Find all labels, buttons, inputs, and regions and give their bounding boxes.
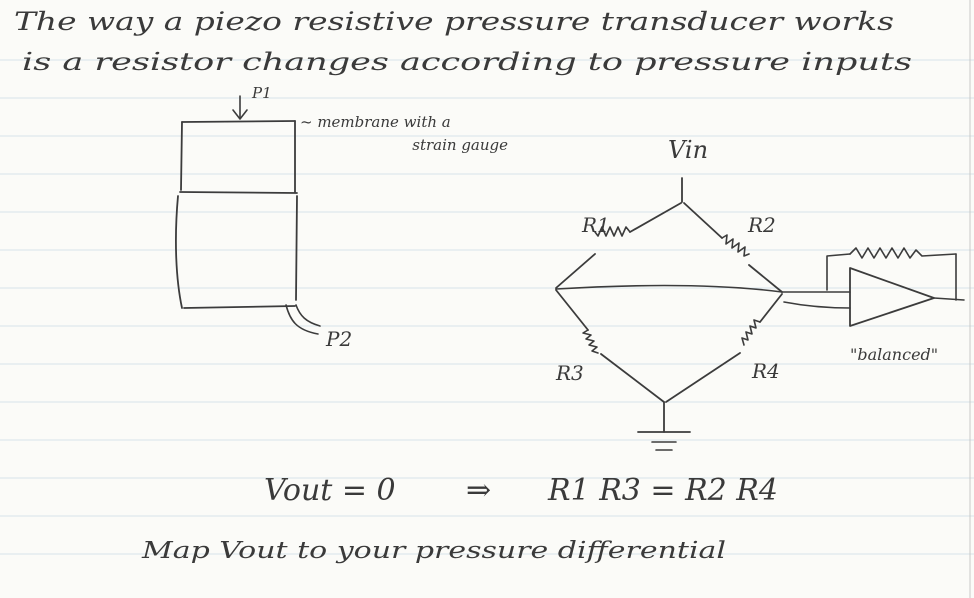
- equation-lhs: Vout = 0: [264, 473, 396, 508]
- r1-label: R1: [581, 213, 610, 237]
- membrane-chamber: [175, 120, 321, 335]
- wheatstone-bridge: [555, 177, 851, 451]
- equation-arrow: ⇒: [466, 473, 491, 508]
- p2-label: P2: [325, 327, 352, 351]
- membrane-note-1: ~ membrane with a: [300, 113, 451, 131]
- balanced-note: "balanced": [850, 345, 938, 364]
- r2-label: R2: [747, 213, 776, 237]
- membrane-note-2: strain gauge: [412, 136, 508, 154]
- p1-arrow-icon: [232, 95, 248, 120]
- footer-note: Map Vout to your pressure differential: [141, 538, 726, 564]
- vin-label: Vin: [668, 136, 708, 164]
- r3-label: R3: [555, 361, 584, 385]
- op-amp: [826, 247, 965, 327]
- note-line-1: The way a piezo resistive pressure trans…: [14, 7, 894, 36]
- p1-label: P1: [251, 84, 272, 102]
- note-line-2: is a resistor changes according to press…: [22, 48, 912, 76]
- r4-label: R4: [751, 359, 780, 383]
- equation-rhs: R1 R3 = R2 R4: [547, 473, 778, 508]
